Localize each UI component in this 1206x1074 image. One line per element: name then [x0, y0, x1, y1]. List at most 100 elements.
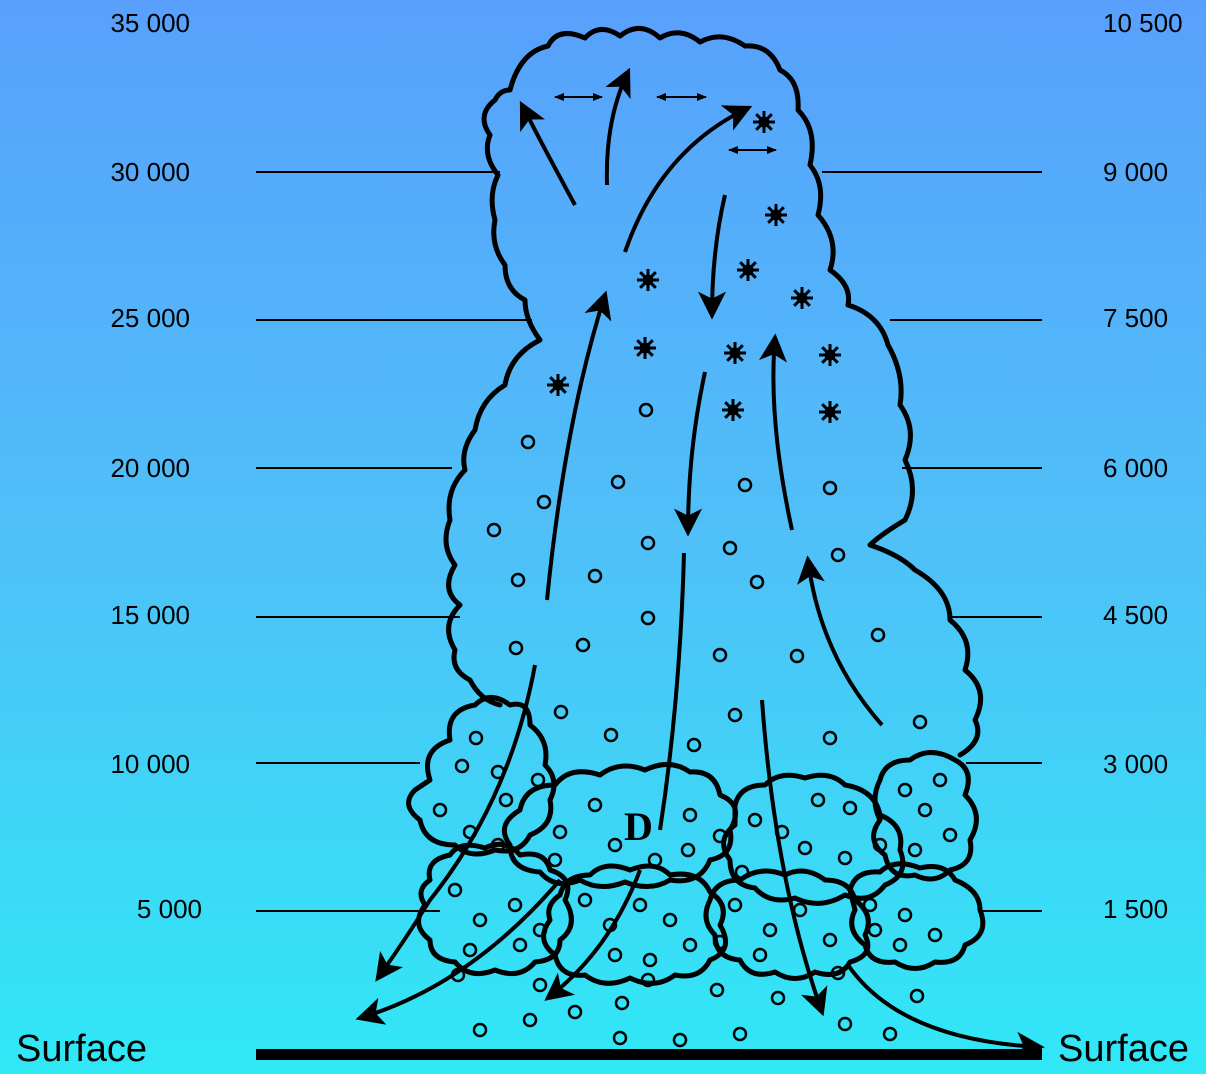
water-droplet-icon — [929, 929, 941, 941]
water-droplet-icon — [884, 1028, 896, 1040]
water-droplet-icon — [919, 804, 931, 816]
water-droplet-icon — [474, 914, 486, 926]
water-droplet-icon — [640, 404, 652, 416]
airflow-arrow-icon — [547, 295, 605, 600]
water-droplet-icon — [569, 1006, 581, 1018]
water-droplet-icon — [909, 844, 921, 856]
water-droplet-icon — [914, 716, 926, 728]
water-droplet-icon — [464, 944, 476, 956]
water-droplet-icon — [522, 436, 534, 448]
water-droplet-icon — [824, 934, 836, 946]
water-droplet-icon — [772, 992, 784, 1004]
water-droplet-icon — [682, 844, 694, 856]
snow-crystal-icon — [819, 344, 841, 366]
water-droplet-icon — [532, 774, 544, 786]
water-droplet-icon — [911, 990, 923, 1002]
water-droplet-icon — [524, 1014, 536, 1026]
water-droplets — [434, 404, 956, 1046]
water-droplet-icon — [729, 899, 741, 911]
water-droplet-icon — [739, 479, 751, 491]
water-droplet-icon — [899, 909, 911, 921]
water-droplet-icon — [791, 650, 803, 662]
water-droplet-icon — [729, 709, 741, 721]
water-droplet-icon — [474, 1024, 486, 1036]
water-droplet-icon — [609, 949, 621, 961]
airflow-arrow-icon — [522, 105, 575, 205]
water-droplet-icon — [538, 496, 550, 508]
water-droplet-icon — [605, 729, 617, 741]
water-droplet-icon — [751, 576, 763, 588]
water-droplet-icon — [549, 854, 561, 866]
water-droplet-icon — [642, 537, 654, 549]
water-droplet-icon — [674, 1034, 686, 1046]
water-droplet-icon — [749, 814, 761, 826]
water-droplet-icon — [734, 1028, 746, 1040]
water-droplet-icon — [577, 639, 589, 651]
snow-crystal-icon — [637, 269, 659, 291]
water-droplet-icon — [812, 794, 824, 806]
water-droplet-icon — [644, 954, 656, 966]
water-droplet-icon — [616, 997, 628, 1009]
water-droplet-icon — [688, 739, 700, 751]
snow-crystal-icon — [722, 399, 744, 421]
water-droplet-icon — [684, 809, 696, 821]
water-droplet-icon — [894, 939, 906, 951]
airflow-arrow-icon — [688, 372, 705, 532]
water-droplet-icon — [872, 629, 884, 641]
water-droplet-icon — [634, 899, 646, 911]
water-droplet-icon — [664, 914, 676, 926]
water-droplet-icon — [899, 784, 911, 796]
snow-crystal-icon — [724, 342, 746, 364]
water-droplet-icon — [512, 574, 524, 586]
divergence-arrows — [555, 97, 776, 150]
water-droplet-icon — [642, 612, 654, 624]
cloud-outline — [446, 28, 981, 755]
water-droplet-icon — [579, 894, 591, 906]
water-droplet-icon — [555, 706, 567, 718]
snow-crystals — [547, 111, 841, 423]
snow-crystal-icon — [634, 337, 656, 359]
airflow-arrow-icon — [712, 195, 725, 315]
water-droplet-icon — [824, 482, 836, 494]
water-droplet-icon — [724, 542, 736, 554]
airflow-arrow-icon — [625, 108, 748, 252]
water-droplet-icon — [470, 732, 482, 744]
snow-crystal-icon — [765, 204, 787, 226]
water-droplet-icon — [510, 642, 522, 654]
water-droplet-icon — [714, 649, 726, 661]
water-droplet-icon — [500, 794, 512, 806]
airflow-arrow-icon — [808, 560, 882, 725]
water-droplet-icon — [864, 899, 876, 911]
airflow-arrow-icon — [773, 338, 792, 530]
water-droplet-icon — [869, 924, 881, 936]
snow-crystal-icon — [737, 259, 759, 281]
outflow-arrow-icon — [848, 965, 1040, 1047]
water-droplet-icon — [534, 979, 546, 991]
water-droplet-icon — [609, 839, 621, 851]
airflow-arrow-icon — [607, 72, 628, 185]
water-droplet-icon — [612, 476, 624, 488]
water-droplet-icon — [934, 774, 946, 786]
water-droplet-icon — [488, 524, 500, 536]
water-droplet-icon — [839, 852, 851, 864]
outflow-arrows — [360, 665, 1040, 1047]
water-droplet-icon — [832, 549, 844, 561]
water-droplet-icon — [844, 802, 856, 814]
snow-crystal-icon — [791, 287, 813, 309]
water-droplet-icon — [824, 732, 836, 744]
airflow-arrows — [522, 72, 882, 830]
outflow-arrow-icon — [360, 880, 560, 1018]
d-marker: D — [624, 804, 653, 849]
outflow-arrow-icon — [762, 700, 822, 1012]
water-droplet-icon — [492, 766, 504, 778]
surface-ground — [256, 1049, 1042, 1060]
water-droplet-icon — [614, 1032, 626, 1044]
water-droplet-icon — [434, 804, 446, 816]
water-droplet-icon — [711, 984, 723, 996]
water-droplet-icon — [764, 924, 776, 936]
water-droplet-icon — [799, 842, 811, 854]
water-droplet-icon — [839, 1018, 851, 1030]
airflow-arrow-icon — [660, 553, 684, 830]
water-droplet-icon — [794, 904, 806, 916]
